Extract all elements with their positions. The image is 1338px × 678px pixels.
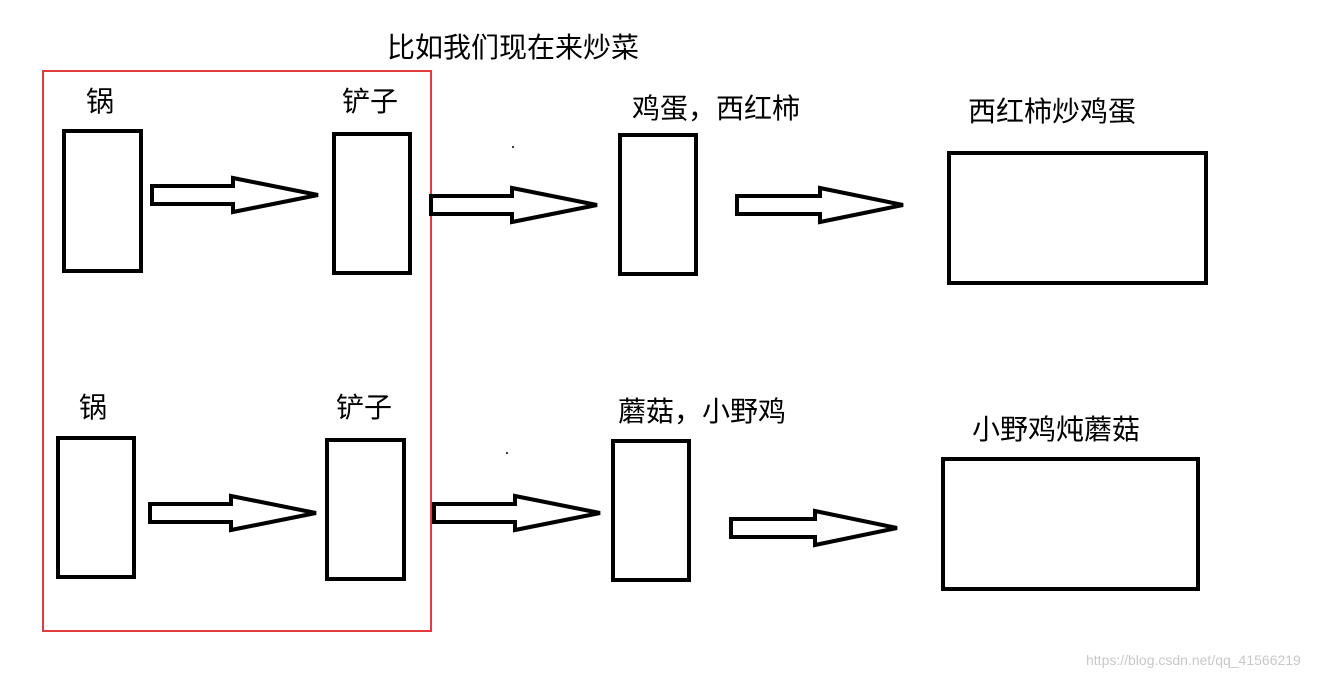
pot-label-row1: 锅 [86, 85, 115, 118]
spatula-box-row1 [332, 132, 412, 275]
diagram-title: 比如我们现在来炒菜 [387, 31, 640, 64]
arrow-tools-to-ingredients-row2 [432, 493, 601, 533]
ingredients-label-row2: 蘑菇，小野鸡 [618, 395, 787, 428]
arrow-tools-to-ingredients-row1 [429, 185, 598, 225]
result-box-row2 [941, 457, 1200, 591]
ingredients-label-row1: 鸡蛋，西红柿 [632, 92, 801, 125]
ingredients-box-row1 [618, 133, 698, 276]
spatula-label-row1: 铲子 [342, 85, 399, 118]
result-label-row1: 西红柿炒鸡蛋 [968, 95, 1137, 128]
arrow-ingredients-to-result-row2 [729, 508, 898, 548]
tools-highlight-frame [42, 70, 432, 632]
pot-box-row2 [56, 436, 136, 579]
arrow-ingredients-to-result-row1 [735, 185, 904, 225]
arrow-pot-to-spatula-row1 [150, 175, 319, 215]
result-label-row2: 小野鸡炖蘑菇 [972, 413, 1141, 446]
ingredients-box-row2 [611, 439, 691, 582]
spatula-box-row2 [325, 438, 406, 581]
pot-box-row1 [62, 129, 143, 273]
pot-label-row2: 锅 [79, 391, 108, 424]
arrow-pot-to-spatula-row2 [148, 493, 317, 533]
watermark: https://blog.csdn.net/qq_41566219 [1086, 652, 1301, 668]
result-box-row1 [947, 151, 1208, 285]
spatula-label-row2: 铲子 [336, 391, 393, 424]
stray-dot [506, 452, 508, 454]
stray-dot [512, 146, 514, 148]
